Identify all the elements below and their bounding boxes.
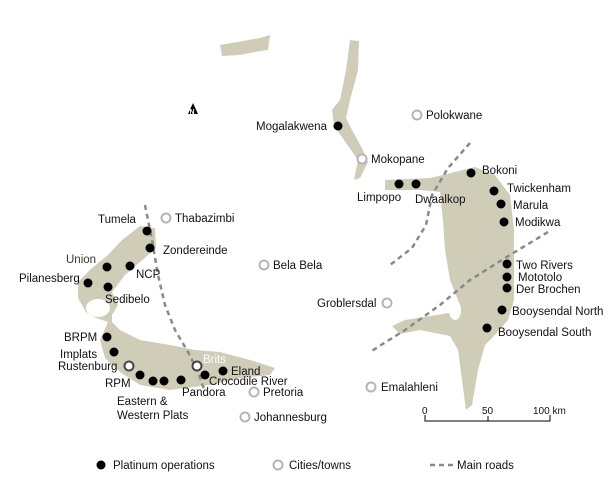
city-markers xyxy=(123,109,423,423)
mine-marker-tumela xyxy=(142,226,152,236)
city-label: Polokwane xyxy=(426,110,482,122)
mine-label: Sedibelo xyxy=(105,294,150,306)
city-label: Johannesburg xyxy=(254,412,327,424)
city-label: Emalahleni xyxy=(381,382,438,394)
mine-marker-mogalakwena xyxy=(333,121,343,131)
city-marker-groblersdal xyxy=(381,297,393,309)
legend-mines-label: Platinum operations xyxy=(113,460,215,472)
mine-marker-limpopo xyxy=(394,179,404,189)
mine-marker-dwaalkop xyxy=(411,179,421,189)
mine-label: Bokoni xyxy=(482,165,517,177)
mine-label: Pilanesberg xyxy=(19,273,80,285)
mine-marker-pilanesberg xyxy=(83,278,93,288)
mine-marker-eastern-plats xyxy=(148,376,158,386)
city-label: Thabazimbi xyxy=(175,213,234,225)
mine-marker-two-rivers xyxy=(502,259,512,269)
mine-label: Tumela xyxy=(98,214,137,226)
mine-marker-sedibelo xyxy=(103,282,113,292)
mine-label: RPM xyxy=(105,378,131,390)
mine-marker-der-brochen xyxy=(502,283,512,293)
mine-label: Limpopo xyxy=(357,192,401,204)
legend-city-icon xyxy=(272,459,284,471)
mine-label: Union xyxy=(66,254,96,266)
scale-label-100: 100 km xyxy=(533,406,566,417)
land-gap xyxy=(449,300,461,320)
mine-marker-rpm xyxy=(135,370,145,380)
mine-label: Pandora xyxy=(182,387,226,399)
land-gap xyxy=(86,299,110,317)
scale-label-0: 0 xyxy=(422,406,428,417)
mine-label: Two Rivers xyxy=(516,260,573,272)
city-marker-pretoria xyxy=(248,386,260,398)
mine-markers xyxy=(83,121,512,386)
mine-label: NCP xyxy=(136,269,161,281)
mine-marker-crocodile-river xyxy=(200,370,210,380)
mine-label: Implats xyxy=(60,349,97,361)
mine-label: Modikwa xyxy=(515,217,561,229)
mine-marker-marula xyxy=(496,199,506,209)
city-marker-bela-bela xyxy=(258,259,270,271)
legend-cities-label: Cities/towns xyxy=(289,460,351,472)
mine-marker-twickenham xyxy=(489,186,499,196)
city-label: Groblersdal xyxy=(317,298,376,310)
city-marker-thabazimbi xyxy=(160,212,172,224)
land-area-eastern-limb xyxy=(385,167,514,410)
mine-label: Zondereinde xyxy=(163,245,228,257)
scale-label-50: 50 xyxy=(482,406,494,417)
city-marker-rustenburg xyxy=(123,360,135,372)
mine-marker-bokoni xyxy=(466,168,476,178)
mine-marker-modikwa xyxy=(499,217,509,227)
north-arrow-icon: N xyxy=(188,103,198,116)
main-road-east xyxy=(369,230,549,354)
mine-label: Mototolo xyxy=(518,272,562,284)
city-label: Rustenburg xyxy=(58,361,117,373)
mine-label: Twickenham xyxy=(507,183,571,195)
mine-marker-mototolo xyxy=(502,272,512,282)
city-label: Mokopane xyxy=(371,154,425,166)
mine-marker-eland xyxy=(218,366,228,376)
mine-marker-pandora xyxy=(176,375,186,385)
svg-text:N: N xyxy=(190,109,195,116)
mine-label: Mogalakwena xyxy=(256,121,328,133)
city-marker-emalahleni xyxy=(365,381,377,393)
legend-roads-label: Main roads xyxy=(457,460,514,472)
mine-marker-western-plats xyxy=(159,376,169,386)
mine-label: Crocodile River xyxy=(209,376,288,388)
city-label: Brits xyxy=(203,354,226,366)
land-area-northern-limb xyxy=(332,40,368,180)
legend-mine-icon xyxy=(96,460,106,470)
mine-marker-brpm xyxy=(102,332,112,342)
mine-marker-booysendal-south xyxy=(482,323,492,333)
mine-label: Dwaalkop xyxy=(415,194,466,206)
mine-label: Marula xyxy=(513,200,549,212)
mine-labels: Mogalakwena Limpopo Dwaalkop Bokoni Twic… xyxy=(19,121,603,422)
mine-label: BRPM xyxy=(64,332,97,344)
city-label: Pretoria xyxy=(263,387,304,399)
mine-marker-zondereinde xyxy=(145,243,155,253)
mine-marker-ncp xyxy=(125,261,135,271)
mine-label: Booysendal South xyxy=(498,327,591,339)
mine-label: Eland xyxy=(231,366,260,378)
mine-marker-implats xyxy=(109,347,119,357)
city-marker-polokwane xyxy=(411,109,423,121)
mine-label: Eastern & xyxy=(117,396,168,408)
mine-marker-union xyxy=(102,262,112,272)
land-area-northwest-blob xyxy=(220,35,270,56)
city-marker-johannesburg xyxy=(239,411,251,423)
city-marker-brits xyxy=(191,360,203,372)
mine-label: Booysendal North xyxy=(512,306,603,318)
mine-label: Western Plats xyxy=(117,410,189,422)
mine-marker-booysendal-north xyxy=(497,305,507,315)
main-road-northeast xyxy=(389,142,471,266)
city-label: Bela Bela xyxy=(273,260,323,272)
mine-label: Der Brochen xyxy=(516,284,581,296)
scale-bar: 0 50 100 km xyxy=(422,406,566,422)
city-marker-mokopane xyxy=(356,153,368,165)
legend: Platinum operations Cities/towns Main ro… xyxy=(96,459,514,472)
city-labels: Polokwane Mokopane Thabazimbi Bela Bela … xyxy=(58,110,482,424)
